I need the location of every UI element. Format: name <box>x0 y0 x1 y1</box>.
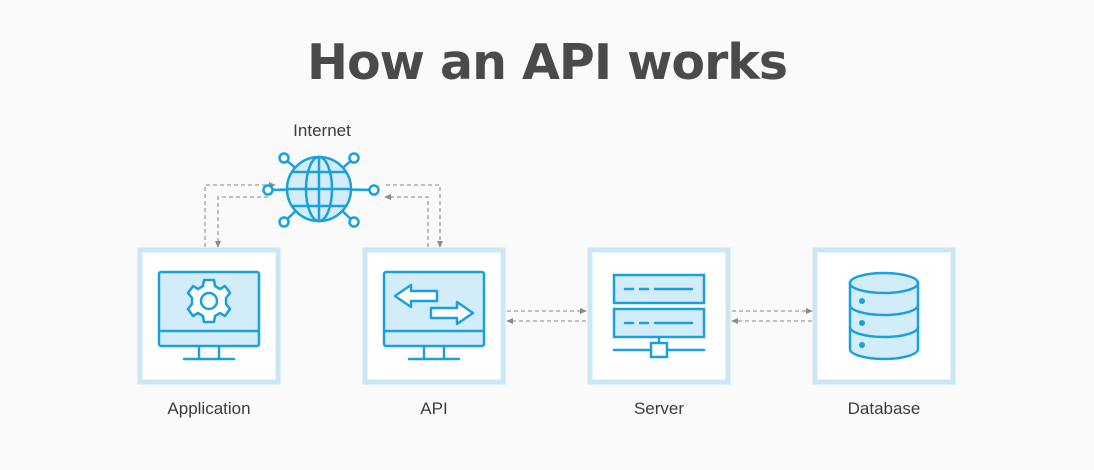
application-label: Application <box>167 399 251 418</box>
database-label: Database <box>847 399 921 418</box>
page-title: How an API works <box>307 34 788 91</box>
monitor-gear-icon <box>157 270 261 361</box>
internet-label: Internet <box>293 121 351 140</box>
connector-internet-to-api <box>386 184 444 248</box>
connector-application-to-internet <box>204 181 276 247</box>
server-rack-icon <box>612 273 706 359</box>
server-label: Server <box>633 399 685 418</box>
connector-internet-to-application <box>214 196 268 248</box>
globe-icon <box>262 152 380 228</box>
connectors <box>204 181 813 325</box>
connector-api-to-internet <box>384 193 429 247</box>
api-label: API <box>420 399 448 418</box>
database-icon <box>848 271 920 361</box>
monitor-arrows-icon <box>382 270 486 361</box>
